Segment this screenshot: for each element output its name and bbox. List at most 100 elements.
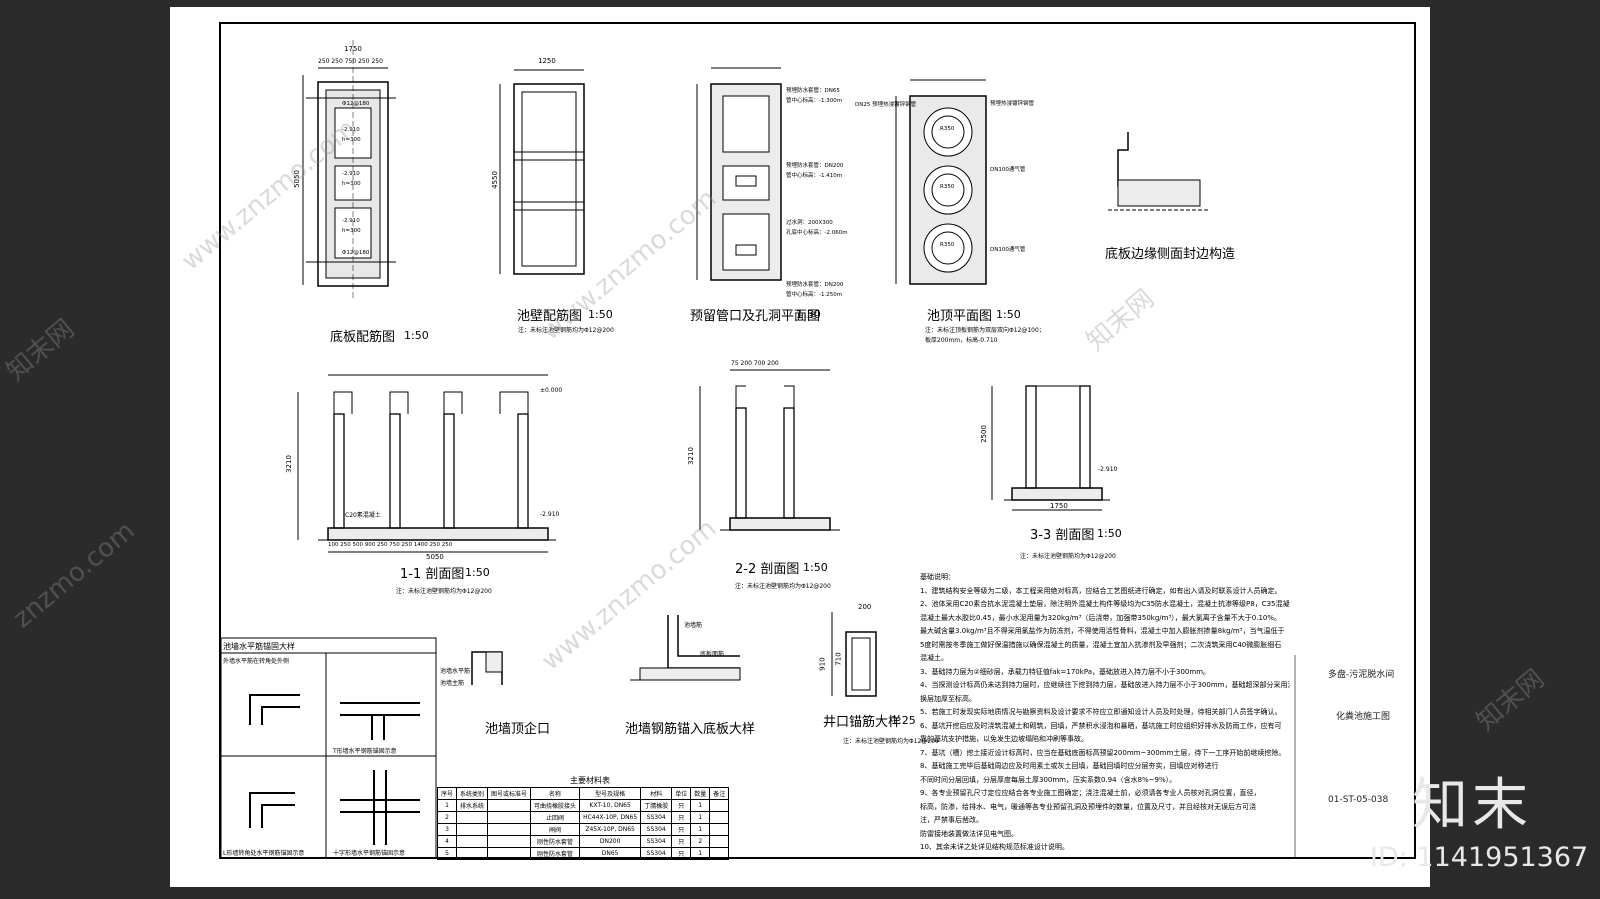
cell: 排水系统	[456, 799, 489, 812]
roof-label-0: DN25 预埋热浸镀锌钢管	[855, 102, 917, 108]
cell: 1	[690, 811, 711, 824]
cell: 1	[436, 799, 458, 812]
general-notes: 基础说明： 1、建筑结构安全等级为二级，本工程采用绝对标高，应结合工艺图纸进行确…	[920, 571, 1290, 855]
cell	[487, 799, 532, 812]
title-reserved: 预留管口及孔洞平面图	[690, 309, 821, 324]
cell: DN65	[579, 847, 642, 860]
dim-sec33-height: 2500	[979, 425, 988, 443]
title-wellmouth: 井口锚筋大样	[823, 715, 902, 730]
notes-line: 防雷接地装置做法详见电气图。	[920, 829, 1018, 838]
base-label-2: h=300	[342, 137, 361, 143]
col-header: 型号及规格	[579, 787, 642, 800]
cell: 5	[436, 847, 458, 860]
cell	[709, 835, 730, 848]
notes-line: 注，严禁事后凿改。	[920, 816, 983, 824]
col-header: 序号	[436, 787, 458, 800]
roof-label-5: DN100通气管	[990, 167, 1026, 173]
table-row: 3 闸阀 Z45X-10P, DN65 SS304 只 1	[436, 823, 730, 836]
roof-label-3: R350	[940, 184, 955, 190]
cell: 丁腈橡胶	[640, 799, 673, 812]
notes-line: 5、若施工时发现实际地质情况与勘察资料及设计要求不符应立即通知设计人员及时处理，…	[920, 708, 1282, 716]
material-table: 序号 系统类别 图号或标准号 名称 型号及规格 材料 单位 数量 备注 1 排水…	[436, 787, 730, 860]
table-row: 1 排水系统 可曲挠橡胶接头 KXT-10, DN65 丁腈橡胶 只 1	[436, 799, 730, 812]
cell: 4	[436, 835, 458, 848]
scale-base-plate: 1:50	[404, 329, 429, 342]
label-manhole-a: 池墙水平筋	[440, 668, 471, 675]
dim-base-width: 1750	[344, 45, 362, 53]
dim-sec22-height: 3210	[686, 447, 695, 465]
title-edge: 底板边缘侧面封边构造	[1105, 247, 1236, 262]
notes-line: 7、基坑（槽）挖土接近设计标高时，应当在基础底面标高预留200mm~300mm土…	[920, 748, 1286, 757]
roof-label-2: R350	[940, 126, 955, 132]
notes-line: 5度时需按冬季施工做好保温措施以确保混凝土的质量，混凝土宜加入抗渗剂及早强剂；二…	[920, 640, 1282, 649]
cell: SS304	[640, 823, 673, 836]
pipe-label-4: 过水洞：200X300	[786, 220, 833, 226]
table-row: 5 刚性防水套管 DN65 SS304 只 1	[436, 847, 730, 860]
sec11-level-0: ±0.000	[540, 387, 563, 394]
cell: SS304	[640, 835, 673, 848]
cell: 刚性防水套管	[530, 847, 581, 860]
title-base-plate: 底板配筋图	[330, 330, 396, 345]
base-label-5: -2.910	[342, 218, 360, 224]
sec11-level-2: C20素混凝土	[345, 512, 381, 519]
cell: 1	[690, 847, 711, 860]
notes-line: 9、各专业预留孔尺寸定位应结合各专业施工图确定；浇注混凝土前，必须请各专业人员核…	[920, 789, 1261, 797]
notes-line: 10、其余未详之处详见结构规范标准设计说明。	[920, 843, 1069, 851]
col-header: 系统类别	[456, 787, 489, 800]
cell: 止回阀	[530, 811, 581, 824]
dim-wall-height: 4550	[490, 171, 499, 189]
cell	[487, 811, 532, 824]
wellmouth-dim-1: 910	[818, 657, 827, 671]
base-label-7: Φ12@180	[342, 250, 370, 256]
col-header: 图号或标准号	[487, 787, 532, 800]
cell	[456, 811, 489, 824]
scale-reserved: 1:50	[796, 308, 821, 321]
title-horizontal: 池墙水平筋锚固大样	[223, 642, 295, 651]
base-label-4: h=300	[342, 181, 361, 187]
cell	[456, 823, 489, 836]
label-horizontal-c: L形墙转角处水平钢筋锚固示意	[223, 850, 305, 857]
pipe-label-0: 预埋防水套管：DN65	[786, 88, 840, 94]
title-wall: 池壁配筋图	[517, 309, 583, 324]
label-manhole-b: 池墙主筋	[440, 680, 465, 687]
base-label-6: h=300	[342, 228, 361, 234]
scale-wall: 1:50	[588, 308, 613, 321]
notes-line: 2、池体采用C20素合抗水泥混凝土垫层，除注明外混凝土构件等级均为C35防水混凝…	[920, 600, 1290, 608]
cell: 只	[671, 835, 692, 848]
cell	[456, 835, 489, 848]
note-roof-2: 板厚200mm，标高-0.710	[925, 337, 998, 344]
table-row: 4 刚性防水套管 DN200 SS304 只 2	[436, 835, 730, 848]
cell	[487, 847, 532, 860]
cell	[709, 823, 730, 836]
cell: HC44X-10P, DN65	[579, 811, 642, 824]
note-sec22: 注：未标注池壁钢筋均为Φ12@200	[735, 583, 831, 590]
cell: Z45X-10P, DN65	[579, 823, 642, 836]
cell: 闸阀	[530, 823, 581, 836]
col-header: 单位	[671, 787, 692, 800]
title-anchor: 池墙钢筋锚入底板大样	[625, 722, 756, 737]
base-label-3: -2.910	[342, 171, 360, 177]
brand-id: ID: 1141951367	[1370, 842, 1589, 873]
notes-line: 1、建筑结构安全等级为二级，本工程采用绝对标高，应结合工艺图纸进行确定，如有出入…	[920, 586, 1282, 595]
cell: SS304	[640, 847, 673, 860]
label-horizontal-b: T形墙水平钢筋锚固示意	[333, 748, 397, 755]
cell: 3	[436, 823, 458, 836]
cell	[709, 811, 730, 824]
roof-label-1: 预埋热浸镀锌钢管	[990, 101, 1035, 107]
notes-line: 不同时间分层回填，分层厚度每层土厚300mm，压实系数0.94（含水8%~9%）…	[920, 775, 1177, 784]
cell: 2	[436, 811, 458, 824]
scale-sec33: 1:50	[1097, 527, 1122, 540]
sec11-level-1: -2.910	[540, 511, 560, 518]
table-header-row: 序号 系统类别 图号或标准号 名称 型号及规格 材料 单位 数量 备注	[436, 787, 730, 800]
title-sec22: 2-2 剖面图	[735, 562, 800, 577]
note-sec11: 注：未标注池壁钢筋均为Φ12@200	[396, 588, 492, 595]
notes-line: 靠的基坑支护措施，以免发生边坡塌陷和冲刷等事故。	[920, 735, 1088, 743]
dim-sec33-width: 1750	[1050, 502, 1068, 510]
cell	[487, 835, 532, 848]
label-anchor-b: 底板面筋	[700, 651, 725, 658]
brand-logo: 知末	[1412, 773, 1532, 838]
wellmouth-dim-2: 710	[834, 652, 843, 666]
cell: 刚性防水套管	[530, 835, 581, 848]
dim-sec22-top: 75 200 700 200	[731, 360, 779, 367]
label-horizontal-d: 十字形墙水平钢筋锚固示意	[333, 850, 406, 857]
